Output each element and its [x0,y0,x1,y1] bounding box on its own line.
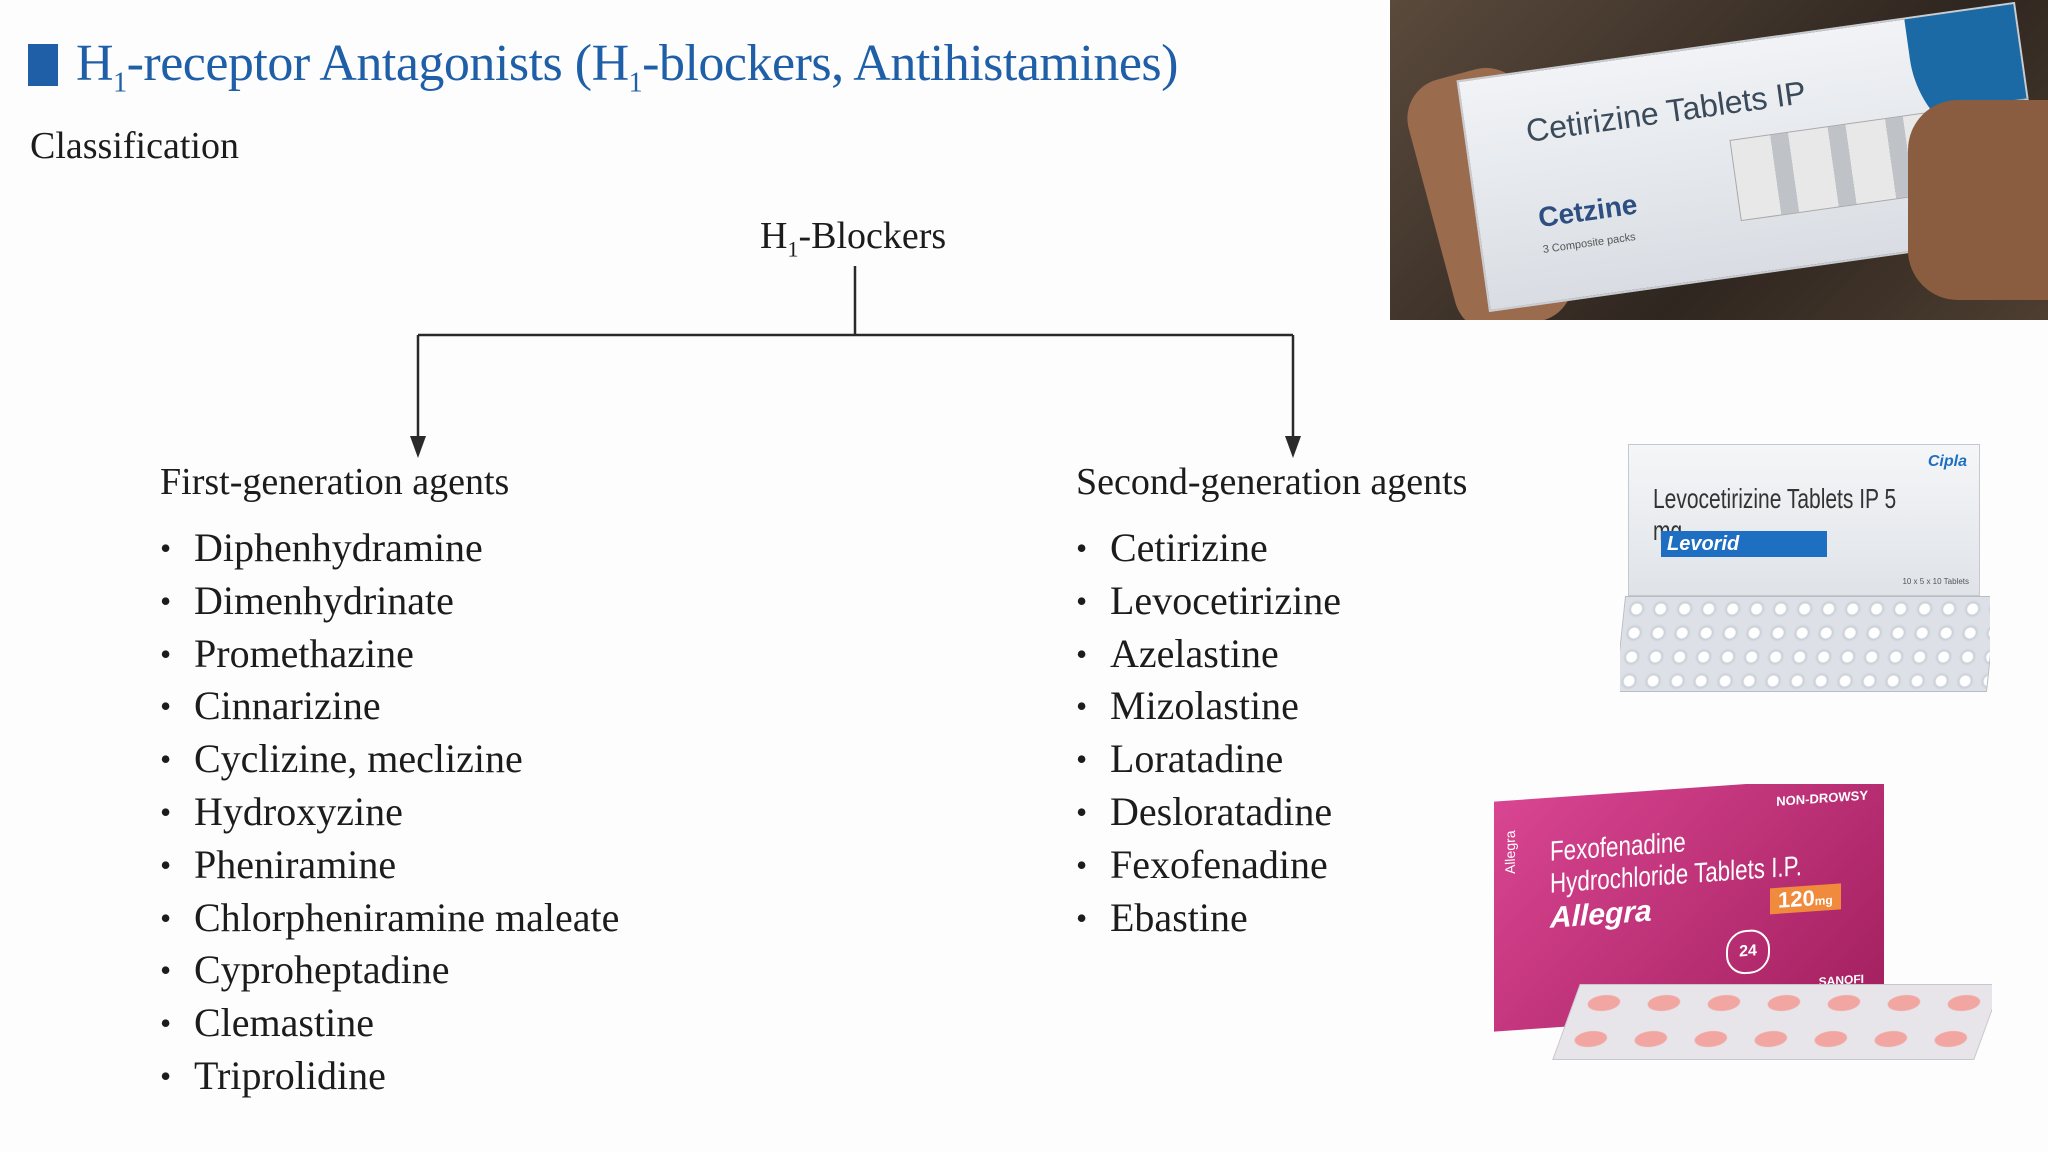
levorid-pack-photo: Cipla Levocetirizine Tablets IP 5 mg Lev… [1620,444,1990,696]
drug-list-item: Dimenhydrinate [160,575,619,628]
drug-list-item: Chlorpheniramine maleate [160,892,619,945]
drug-list-item: Loratadine [1076,733,1341,786]
thumb-icon [1908,100,2048,300]
drug-list-item: Cyclizine, meclizine [160,733,619,786]
blister-icon [1552,984,1992,1060]
title-marker [28,44,58,86]
drug-list-item: Desloratadine [1076,786,1341,839]
drug-list-item: Cetirizine [1076,522,1341,575]
drug-list-item: Cinnarizine [160,680,619,733]
cetzine-pack-photo: Cetirizine Tablets IP Cetzine 3 Composit… [1390,0,2048,320]
drug-list-item: Clemastine [160,997,619,1050]
page-title: H1-receptor Antagonists (H1-blockers, An… [76,35,1178,99]
arrow-right-icon [1285,436,1301,458]
drug-list-item: Fexofenadine [1076,839,1341,892]
arrow-left-icon [410,436,426,458]
blister-icon [1620,596,1990,692]
allegra-pack-photo: Allegra NON-DROWSY Fexofenadine Hydrochl… [1486,784,1992,1066]
drug-list-item: Cyproheptadine [160,944,619,997]
second-gen-heading: Second-generation agents [1076,461,1468,503]
section-subtitle: Classification [30,125,239,167]
tree-root-label: H1-Blockers [760,215,947,262]
box-icon: Cipla Levocetirizine Tablets IP 5 mg Lev… [1628,444,1980,596]
drug-list-item: Promethazine [160,628,619,681]
drug-list-item: Hydroxyzine [160,786,619,839]
drug-list-item: Triprolidine [160,1050,619,1103]
drug-list-item: Ebastine [1076,892,1341,945]
first-gen-heading: First-generation agents [160,461,510,503]
drug-list-item: Levocetirizine [1076,575,1341,628]
first-gen-list: DiphenhydramineDimenhydrinatePromethazin… [160,522,619,1103]
drug-list-item: Pheniramine [160,839,619,892]
drug-list-item: Mizolastine [1076,680,1341,733]
drug-list-item: Diphenhydramine [160,522,619,575]
drug-list-item: Azelastine [1076,628,1341,681]
second-gen-list: CetirizineLevocetirizineAzelastineMizola… [1076,522,1341,944]
